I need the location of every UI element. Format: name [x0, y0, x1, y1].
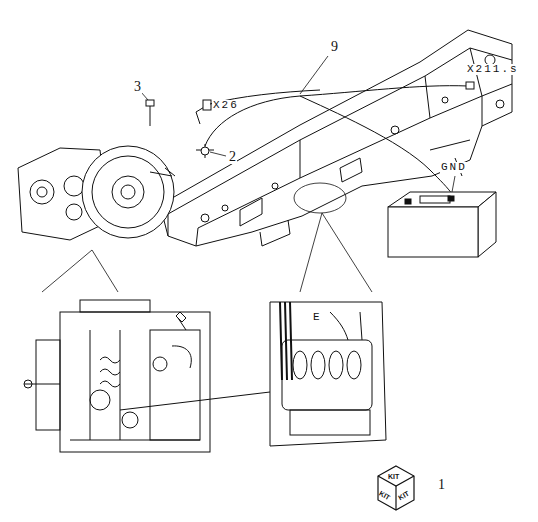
- bolt: [146, 100, 154, 126]
- transmission: [18, 146, 175, 240]
- connector-name: X211.s: [466, 64, 520, 75]
- transmission-detail: [24, 300, 270, 452]
- leader-line: [141, 56, 455, 192]
- callout-number: 3: [133, 80, 142, 94]
- detail-bracket: [42, 213, 372, 292]
- callout-number: 2: [228, 150, 237, 164]
- wiring-harness: [205, 82, 474, 199]
- kit-icon: [378, 466, 414, 510]
- callout-number: 1: [437, 478, 446, 492]
- connector-name: X26: [212, 100, 240, 111]
- kit-text: KIT: [388, 473, 399, 480]
- detail-letter: E: [312, 312, 321, 323]
- callout-number: 9: [330, 40, 339, 54]
- ground-name: GND: [440, 162, 468, 173]
- battery: [388, 192, 496, 257]
- harness-detail: [270, 302, 386, 446]
